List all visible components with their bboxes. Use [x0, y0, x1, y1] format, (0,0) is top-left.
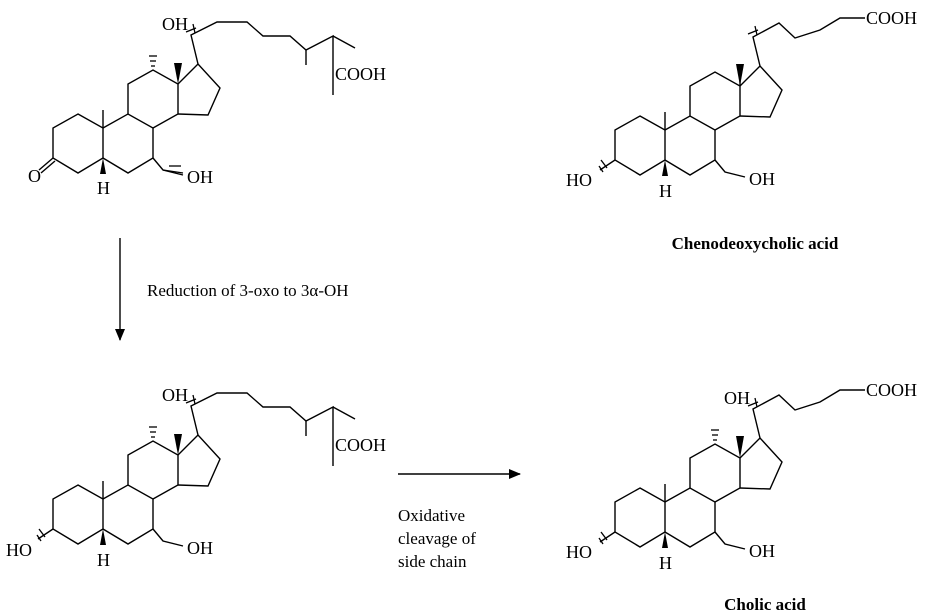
oh-7-label: OH: [749, 169, 775, 189]
h5-label: H: [659, 181, 672, 201]
oh-12-label: OH: [162, 385, 188, 405]
step-label-line3: side chain: [398, 552, 467, 571]
ho-3-label: HO: [566, 170, 592, 190]
structure-chenodeoxycholic: COOH HO H OH Chenodeoxycholic acid: [566, 8, 917, 253]
step-label-line2: cleavage of: [398, 529, 476, 548]
cooh-label: COOH: [866, 380, 917, 400]
compound-name: Chenodeoxycholic acid: [672, 234, 839, 253]
oxidative-cleavage-step: Oxidative cleavage of side chain: [398, 469, 521, 571]
h5-label: H: [97, 178, 110, 198]
oh-7-label: OH: [749, 541, 775, 561]
bond-framework: [599, 389, 865, 548]
cooh-label: COOH: [335, 64, 386, 84]
bond-framework: [37, 392, 356, 545]
reduction-label: Reduction of 3-oxo to 3α-OH: [147, 281, 349, 300]
reduction-step: Reduction of 3-oxo to 3α-OH: [115, 238, 349, 341]
structure-top-left: OH COOH O H OH: [28, 14, 386, 198]
cooh-label: COOH: [335, 435, 386, 455]
cooh-label: COOH: [866, 8, 917, 28]
compound-name: Cholic acid: [724, 595, 806, 614]
ho-3-label: HO: [566, 542, 592, 562]
bond-framework: [38, 21, 356, 174]
oh-7-label: OH: [187, 538, 213, 558]
bond-framework: [599, 17, 865, 176]
structure-cholic: OH COOH HO H OH Cholic acid: [566, 380, 917, 614]
oh-12-label: OH: [724, 388, 750, 408]
oxo-label: O: [28, 166, 41, 186]
structure-bottom-left: OH COOH HO H OH: [6, 385, 386, 570]
h5-label: H: [659, 553, 672, 573]
oh-12-label: OH: [162, 14, 188, 34]
h5-label: H: [97, 550, 110, 570]
oh-7-label: OH: [187, 167, 213, 187]
ho-3-label: HO: [6, 540, 32, 560]
step-label-line1: Oxidative: [398, 506, 465, 525]
